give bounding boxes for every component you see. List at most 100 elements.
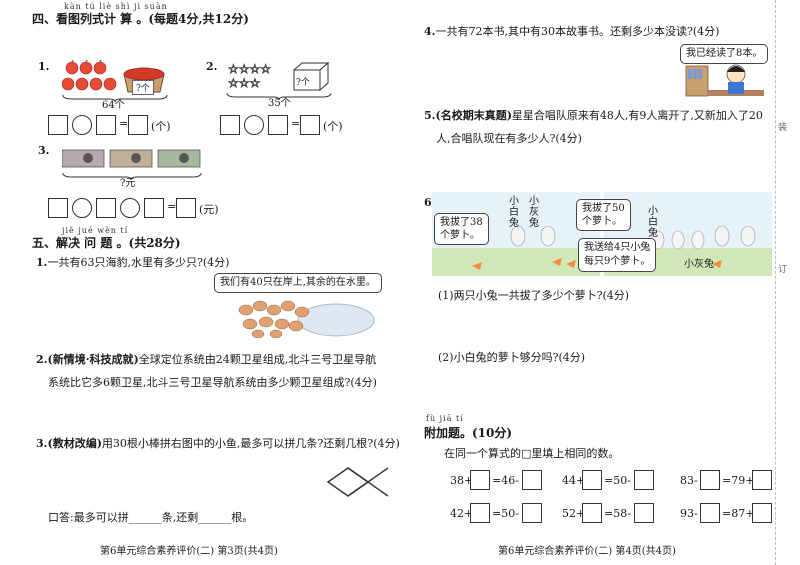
p4-body: 一共有72本书,其中有30本故事书。还剩多少本没读?(4分): [435, 25, 720, 38]
brace-q4-2: [226, 92, 332, 100]
p6-sub2: (2)小白兔的萝卜够分吗?(4分): [438, 351, 586, 364]
brace-q4-1: [62, 94, 168, 102]
bonus-title: 附加题。(10分): [424, 426, 513, 440]
rabbit2-bubble-line2: 个萝卜。: [582, 216, 622, 227]
answer-box[interactable]: [522, 503, 542, 523]
eq-right: =79+: [722, 474, 755, 487]
rabbit-label-gray-2: 小灰兔: [684, 259, 714, 270]
unit-label: (个): [323, 120, 343, 133]
svg-text:☆☆☆: ☆☆☆: [228, 76, 260, 90]
operator-circle[interactable]: [72, 198, 92, 218]
p6-num: 6.: [424, 196, 436, 209]
eq-right: =87+: [722, 507, 755, 520]
p1-body: 一共有63只海豹,水里有多少只?(4分): [47, 256, 230, 269]
answer-box[interactable]: [220, 115, 240, 135]
eq-right: =50-: [604, 474, 631, 487]
rabbit-label-white: 小白兔: [509, 196, 519, 229]
answer-box[interactable]: [128, 115, 148, 135]
box-label: ?个: [296, 78, 310, 88]
p1-text: 1.一共有63只海豹,水里有多少只?(4分): [36, 255, 229, 271]
pinyin-fu: fù jiā tí: [426, 414, 464, 423]
brace-q4-3: [62, 172, 202, 180]
rabbit3-bubble: 我送给4只小兔 每只9个萝卜。: [578, 238, 657, 272]
section4-title: 四、看图列式计 算 。(每题4分,共12分): [32, 12, 249, 26]
left-page: kàn tú liè shì jì suàn 四、看图列式计 算 。(每题4分,…: [0, 0, 400, 565]
right-page: 4.一共有72本书,其中有30本故事书。还剩多少本没读?(4分) 我已经读了8本…: [402, 0, 800, 565]
section5-title: 五、解决 问 题 。(共28分): [32, 236, 181, 250]
operator-circle[interactable]: [244, 115, 264, 135]
answer-box[interactable]: [176, 198, 196, 218]
p6-sub1: (1)两只小兔一共拔了多少个萝卜?(4分): [438, 289, 630, 302]
stars-image: ☆☆☆☆ ☆☆☆: [228, 62, 271, 90]
answer-box[interactable]: [48, 198, 68, 218]
p5-tag: (名校期末真题): [435, 109, 512, 122]
bonus-text: 在同一个算式的□里填上相同的数。: [444, 447, 620, 460]
q4-1-total: 64个: [102, 100, 125, 111]
eq-right: =50-: [492, 507, 519, 520]
rabbit2-bubble: 我拔了50 个萝卜。: [576, 199, 631, 231]
q4-2-num: 2.: [206, 60, 218, 73]
p5-line1: 5.(名校期末真题)星星合唱队原来有48人,有9人离开了,又新加入了20: [424, 108, 763, 124]
answer-box[interactable]: [470, 503, 490, 523]
p2-body1: 全球定位系统由24颗卫星组成,北斗三号卫星导航: [138, 353, 377, 366]
eq-left: 38+: [450, 474, 474, 487]
eq-right: =58-: [604, 507, 631, 520]
answer-box[interactable]: [96, 198, 116, 218]
answer-box[interactable]: [470, 470, 490, 490]
banknotes-image: [62, 149, 201, 168]
answer-box[interactable]: [48, 115, 68, 135]
operator-circle[interactable]: [120, 198, 140, 218]
binding-line: [775, 0, 776, 565]
eq-left: 93-: [680, 507, 698, 520]
rabbit3-bubble-line2: 每只9个萝卜。: [584, 256, 651, 267]
p5-num: 5.: [424, 109, 436, 122]
p4-text: 4.一共有72本书,其中有30本故事书。还剩多少本没读?(4分): [424, 24, 719, 40]
rabbit1-bubble-line2: 个萝卜。: [440, 230, 480, 241]
answer-box[interactable]: [634, 470, 654, 490]
rabbit2-bubble-line1: 我拔了50: [582, 203, 625, 214]
eq-right: =46-: [492, 474, 519, 487]
q4-1-num: 1.: [38, 60, 50, 73]
unit-label: (个): [151, 120, 171, 133]
seals-image: [238, 300, 375, 338]
answer-box[interactable]: [582, 503, 602, 523]
eq-left: 44+: [562, 474, 586, 487]
operator-circle[interactable]: [72, 115, 92, 135]
p2-tag: (新情境·科技成就): [47, 353, 139, 366]
pinyin-jie: jiě jué wèn tí: [62, 226, 129, 235]
p4-num: 4.: [424, 25, 436, 38]
p2-line1: 2.(新情境·科技成就)全球定位系统由24颗卫星组成,北斗三号卫星导航: [36, 352, 376, 368]
p3-text: 3.(教材改编)用30根小棒拼右图中的小鱼,最多可以拼几条?还剩几根?(4分): [36, 436, 400, 452]
svg-text:☆☆☆☆: ☆☆☆☆: [228, 62, 271, 76]
answer-box[interactable]: [268, 115, 288, 135]
eq-left: 42+: [450, 507, 474, 520]
equals-sign: =: [167, 200, 177, 213]
binding-mark-2: 订: [778, 265, 788, 275]
p3-num: 3.: [36, 437, 48, 450]
p1-num: 1.: [36, 256, 48, 269]
rabbit1-bubble: 我拔了38 个萝卜。: [434, 213, 489, 245]
pinyin-kan: kàn tú liè shì jì suàn: [64, 2, 168, 11]
answer-box[interactable]: [300, 115, 320, 135]
q4-2-total: 35个: [268, 98, 291, 109]
answer-box[interactable]: [700, 503, 720, 523]
rabbit1-bubble-line1: 我拔了38: [440, 217, 483, 228]
answer-box[interactable]: [144, 198, 164, 218]
bag-label: ?个: [132, 80, 154, 95]
boy-speech-bubble: 我已经读了8本。: [680, 44, 769, 64]
answer-box[interactable]: [752, 470, 772, 490]
answer-box[interactable]: [634, 503, 654, 523]
answer-box[interactable]: [96, 115, 116, 135]
equals-sign: =: [119, 117, 129, 130]
answer-box[interactable]: [752, 503, 772, 523]
answer-box[interactable]: [582, 470, 602, 490]
box-image: [292, 61, 330, 92]
p5-body1: 星星合唱队原来有48人,有9人离开了,又新加入了20: [511, 109, 763, 122]
seal-speech-bubble: 我们有40只在岸上,其余的在水里。: [214, 273, 382, 293]
answer-box[interactable]: [522, 470, 542, 490]
p3-body: 用30根小棒拼右图中的小鱼,最多可以拼几条?还剩几根?(4分): [101, 437, 400, 450]
eq-left: 52+: [562, 507, 586, 520]
q4-3-total: ?元: [120, 178, 136, 189]
answer-box[interactable]: [700, 470, 720, 490]
binding-mark-1: 装: [778, 123, 788, 133]
